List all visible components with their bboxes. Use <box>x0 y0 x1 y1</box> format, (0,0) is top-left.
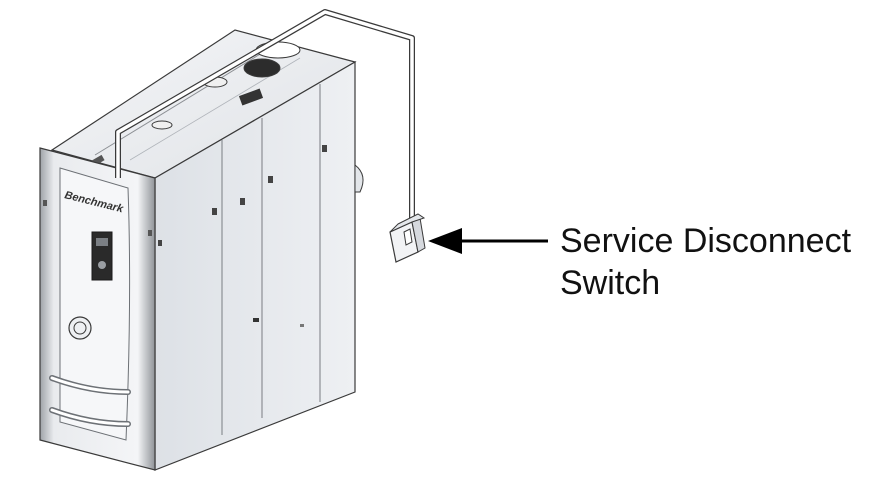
conduit-line <box>115 9 415 225</box>
boiler-side <box>154 60 364 471</box>
boiler-front <box>39 147 156 471</box>
disconnect-switch-icon <box>389 213 426 263</box>
callout-label-line2: Switch <box>560 264 661 302</box>
callout-label-line1: Service Disconnect <box>560 222 852 260</box>
callout-arrow <box>428 228 548 254</box>
callout-label: Service Disconnect Switch <box>560 220 851 304</box>
